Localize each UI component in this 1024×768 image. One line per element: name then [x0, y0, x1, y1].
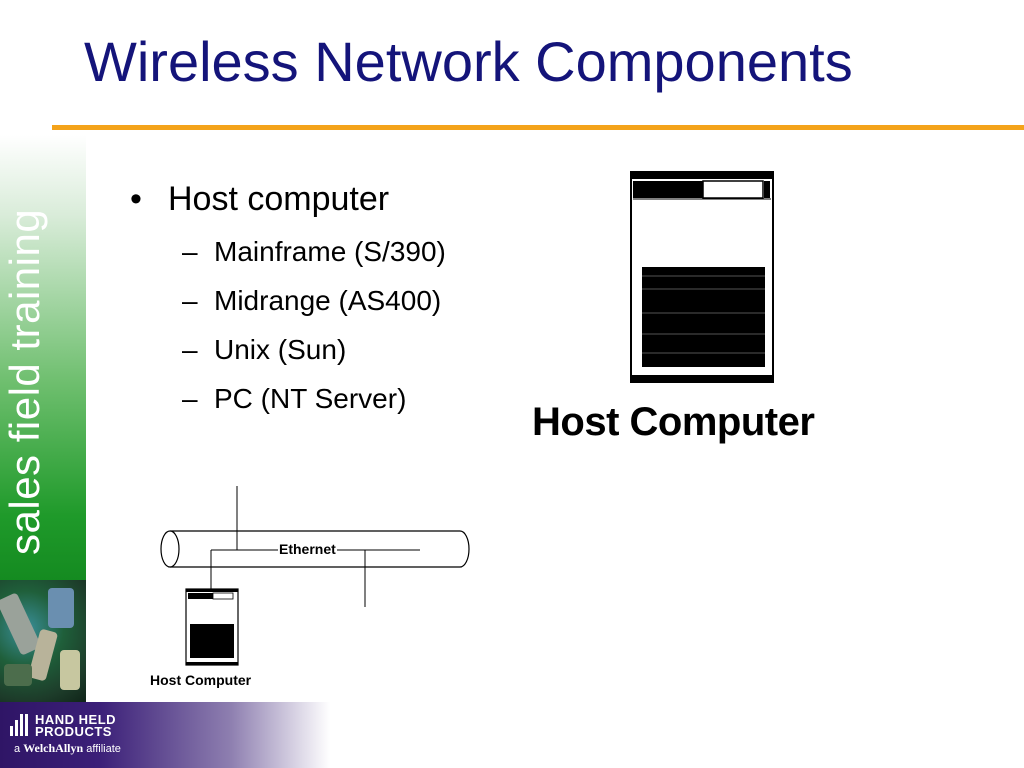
sub-bullet-text: Mainframe (S/390) [214, 236, 446, 267]
diagram-host-label: Host Computer [150, 672, 252, 688]
logo-text-line2: PRODUCTS [35, 724, 112, 739]
product-photo [0, 580, 86, 702]
dash-glyph: – [182, 334, 198, 365]
affiliate-brand: WelchAllyn [23, 741, 84, 755]
affiliate-prefix: a [14, 743, 21, 755]
footer-band [0, 702, 330, 768]
slide-title: Wireless Network Components [84, 30, 853, 93]
sub-bullet-text: Unix (Sun) [214, 334, 347, 365]
host-computer-caption: Host Computer [532, 400, 815, 444]
small-host-computer-icon [185, 588, 239, 666]
sub-bullet-text: PC (NT Server) [214, 383, 407, 414]
title-divider [52, 125, 1024, 130]
dash-glyph: – [182, 383, 198, 414]
host-computer-icon [630, 171, 774, 383]
affiliate-suffix: affiliate [86, 743, 121, 755]
barcode-logo-icon [10, 714, 32, 736]
sidebar-band [0, 135, 86, 583]
logo-text-line1: HAND HELD [35, 712, 117, 727]
dash-glyph: – [182, 236, 198, 267]
bullet-glyph: • [130, 180, 142, 218]
ethernet-label: Ethernet [278, 541, 337, 558]
affiliate-text: a WelchAllyn affiliate [14, 741, 121, 756]
bullet-main-text: Host computer [168, 180, 390, 218]
sub-bullet-text: Midrange (AS400) [214, 285, 442, 316]
dash-glyph: – [182, 285, 198, 316]
